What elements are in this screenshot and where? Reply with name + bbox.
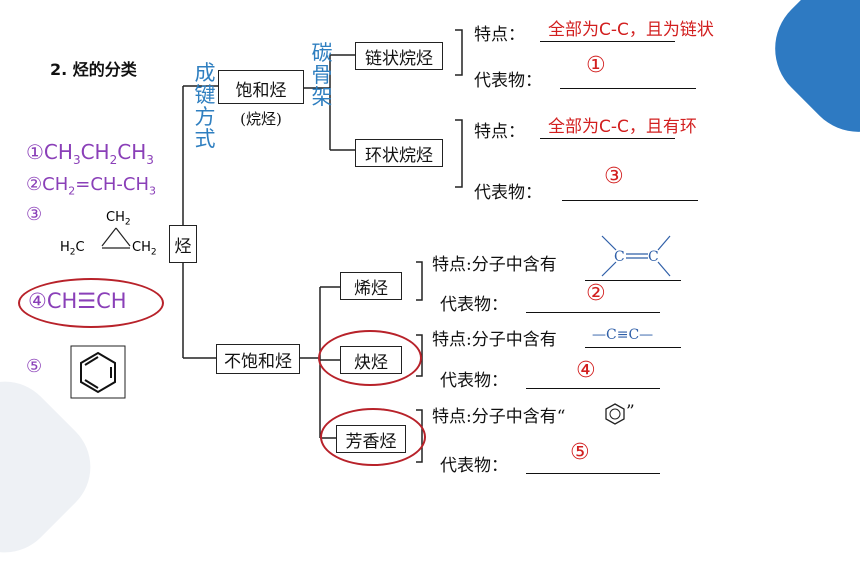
- compound-4-circle: [18, 278, 164, 328]
- bond-type-basis-label: 成键方式: [193, 62, 217, 150]
- alkyne-rep-answer: ④: [576, 358, 596, 383]
- alkene-node: 烯烃: [340, 272, 402, 300]
- compound-2-propene: ②CH2=CH-CH3: [26, 174, 157, 198]
- root-node-label: 烃: [174, 236, 192, 257]
- chain-alkane-label: 链状烷烃: [365, 48, 433, 69]
- alkyne-triple-bond-group: —C≡C—: [592, 327, 654, 343]
- chain-alkane-feature-label: 特点：: [474, 25, 525, 45]
- chain-alkane-rep-answer: ①: [586, 53, 606, 78]
- cyclo-alkane-feature-answer: 全部为C-C，且有环: [548, 117, 697, 137]
- alkene-rep-answer: ②: [586, 281, 606, 306]
- compound-3-marker: ③: [26, 204, 43, 225]
- svg-text:C: C: [648, 249, 659, 265]
- alkyne-feature-blank: [585, 347, 681, 348]
- compound-5-marker: ⑤: [26, 356, 43, 377]
- cyclo-alkane-label: 环状烷烃: [365, 145, 433, 166]
- saturated-node-sub: (烷烃): [240, 110, 282, 128]
- compound-1-text: ①CH: [26, 140, 73, 164]
- cyclopropane-right-ch2: CH2: [132, 240, 157, 258]
- cyclopropane-left-h2c: H2C: [60, 240, 85, 258]
- cyclo-alkane-feature-label: 特点：: [474, 122, 525, 142]
- alkene-double-bond-structure: C C: [601, 235, 671, 277]
- cyclopropane-bonds: [101, 227, 131, 249]
- carbon-skeleton-basis-label: 碳骨架: [310, 42, 334, 108]
- root-node: 烃: [169, 225, 197, 263]
- cyclopropane-top-text: CH: [106, 210, 125, 225]
- aromatic-rep-blank: [526, 473, 660, 474]
- alkene-feature-label: 特点:分子中含有: [432, 255, 557, 275]
- section-title: 2. 烃的分类: [50, 60, 137, 79]
- cyclopropane-structure: CH2 H2C CH2: [58, 208, 158, 264]
- saturated-node: 饱和烃 (烷烃): [218, 70, 304, 132]
- unsaturated-node-label: 不饱和烃: [224, 351, 292, 372]
- alkyne-feature-label: 特点:分子中含有: [432, 330, 557, 350]
- compound-4-acetylene: ④CH☰CH: [28, 289, 127, 313]
- chain-alkane-feature-blank: [540, 41, 675, 42]
- unsaturated-node: 不饱和烃: [216, 344, 300, 374]
- cyclopropane-top-ch2: CH2: [106, 210, 131, 228]
- cyclo-alkane-node: 环状烷烃: [355, 139, 443, 167]
- carbon-skeleton-basis-text: 碳骨架: [311, 41, 333, 109]
- aromatic-feature-label: 特点:分子中含有“: [432, 407, 566, 427]
- alkene-label: 烯烃: [354, 278, 388, 299]
- chain-alkane-node: 链状烷烃: [355, 42, 443, 70]
- svg-text:C: C: [614, 249, 625, 265]
- aromatic-rep-label: 代表物：: [440, 456, 508, 476]
- chain-alkane-feature-answer: 全部为C-C，且为链状: [548, 20, 714, 40]
- alkene-rep-blank: [526, 312, 660, 313]
- alkyne-circle: [318, 330, 422, 386]
- cyclo-alkane-feature-blank: [540, 138, 675, 139]
- bond-type-basis-text: 成键方式: [194, 61, 216, 151]
- aromatic-rep-answer: ⑤: [570, 440, 590, 465]
- cyclo-alkane-rep-label: 代表物：: [474, 183, 542, 203]
- cyclo-alkane-rep-blank: [562, 200, 698, 201]
- cyclo-alkane-rep-answer: ③: [604, 164, 624, 189]
- cyclopropane-right-text: CH: [132, 240, 151, 255]
- saturated-node-label: 饱和烃: [235, 81, 287, 101]
- benzene-structure: [70, 345, 126, 399]
- alkene-feature-blank: [585, 280, 681, 281]
- aromatic-feature-close: ”: [626, 402, 635, 422]
- alkyne-rep-label: 代表物：: [440, 371, 508, 391]
- benzene-ring-small-icon: [605, 403, 625, 425]
- aromatic-circle: [320, 408, 426, 466]
- alkene-rep-label: 代表物：: [440, 295, 508, 315]
- cyclopropane-left-text: H: [60, 240, 70, 255]
- chain-alkane-rep-label: 代表物：: [474, 71, 542, 91]
- alkyne-rep-blank: [526, 388, 660, 389]
- chain-alkane-rep-blank: [560, 88, 696, 89]
- saturated-node-frame: [218, 70, 304, 104]
- compound-1-propane: ①CH3CH2CH3: [26, 140, 154, 167]
- compound-2-text: ②CH: [26, 174, 69, 195]
